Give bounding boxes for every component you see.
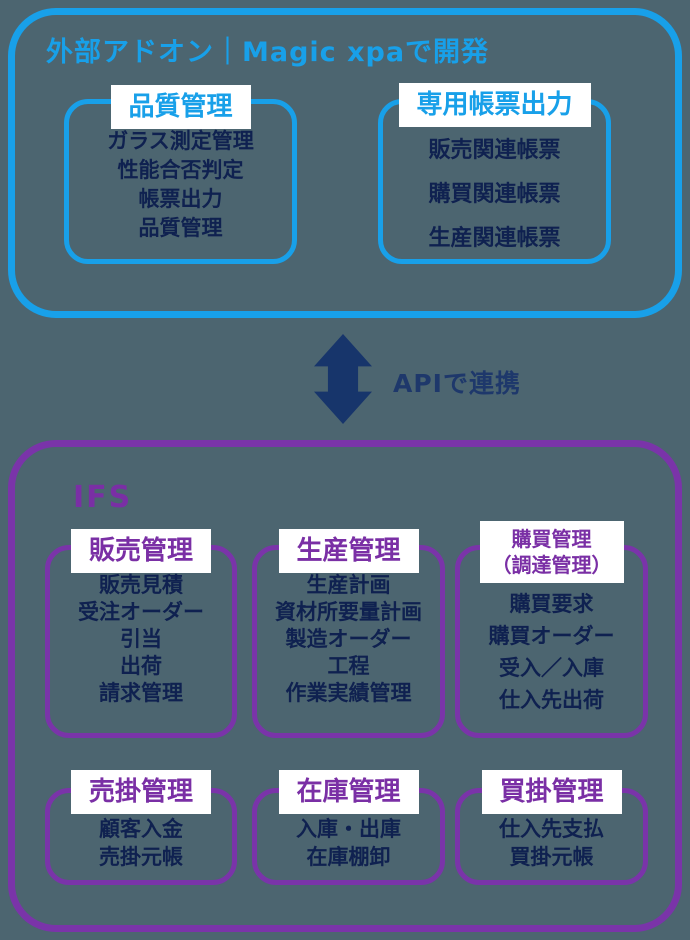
- api-double-arrow-icon: [314, 334, 372, 424]
- module-item: 仕入先出荷: [499, 688, 604, 712]
- module-item: 資材所要量計画: [275, 600, 422, 624]
- module-inventory-management: 在庫管理 入庫・出庫 在庫棚卸: [252, 770, 445, 885]
- module-label-line2: （調達管理）: [491, 553, 612, 577]
- module-item: 帳票出力: [138, 187, 223, 211]
- module-item: 出荷: [120, 654, 162, 678]
- module-label: 購買管理 （調達管理）: [479, 521, 624, 583]
- module-label: 買掛管理: [481, 770, 622, 814]
- module-item: 生産計画: [306, 573, 391, 597]
- module-item: 入庫・出庫: [296, 817, 401, 841]
- module-label: 在庫管理: [278, 770, 419, 814]
- module-quality-management: 品質管理 ガラス測定管理 性能合否判定 帳票出力 品質管理: [64, 85, 297, 264]
- module-item: 工程: [327, 654, 370, 678]
- module-item: 品質管理: [138, 216, 223, 240]
- module-accounts-payable: 買掛管理 仕入先支払 買掛元帳: [455, 770, 648, 885]
- module-label-line1: 購買管理: [511, 527, 592, 551]
- module-item: 購買関連帳票: [428, 182, 561, 207]
- module-item: 引当: [120, 627, 162, 651]
- module-item: 性能合否判定: [117, 158, 244, 182]
- module-item: 販売関連帳票: [428, 138, 561, 163]
- module-item: 仕入先支払: [499, 817, 604, 841]
- module-label: 販売管理: [70, 529, 212, 573]
- module-item: 受注オーダー: [78, 600, 204, 624]
- module-item: 販売見積: [99, 573, 183, 597]
- module-production-management: 生産管理 生産計画 資材所要量計画 製造オーダー 工程 作業実績管理: [252, 529, 445, 738]
- module-item: 顧客入金: [99, 817, 183, 841]
- module-item: 在庫棚卸: [306, 845, 391, 869]
- module-label: 売掛管理: [70, 770, 212, 814]
- module-item: ガラス測定管理: [107, 129, 254, 153]
- module-item: 買掛元帳: [509, 845, 594, 869]
- module-item: 購買要求: [509, 592, 594, 616]
- module-label: 専用帳票出力: [398, 83, 591, 127]
- module-item: 生産関連帳票: [428, 226, 561, 251]
- api-connector-label: APIで連携: [393, 369, 521, 398]
- addon-section-title: 外部アドオン｜Magic xpaで開発: [46, 37, 490, 68]
- module-purchasing-management: 購買管理 （調達管理） 購買要求 購買オーダー 受入／入庫 仕入先出荷: [455, 521, 648, 738]
- module-sales-management: 販売管理 販売見積 受注オーダー 引当 出荷 請求管理: [45, 529, 237, 738]
- module-item: 売掛元帳: [99, 845, 183, 869]
- module-label: 品質管理: [110, 85, 251, 129]
- module-item: 作業実績管理: [285, 681, 412, 705]
- ifs-section-box: [8, 440, 682, 932]
- module-item: 受入／入庫: [499, 656, 604, 680]
- module-label: 生産管理: [278, 529, 419, 573]
- module-item: 請求管理: [99, 681, 183, 705]
- module-accounts-receivable: 売掛管理 顧客入金 売掛元帳: [45, 770, 237, 885]
- addon-section-box: [8, 8, 682, 318]
- module-report-output: 専用帳票出力 販売関連帳票 購買関連帳票 生産関連帳票: [378, 83, 611, 264]
- module-item: 製造オーダー: [285, 627, 412, 651]
- module-item: 購買オーダー: [488, 624, 615, 648]
- ifs-section-title: IFS: [73, 480, 133, 515]
